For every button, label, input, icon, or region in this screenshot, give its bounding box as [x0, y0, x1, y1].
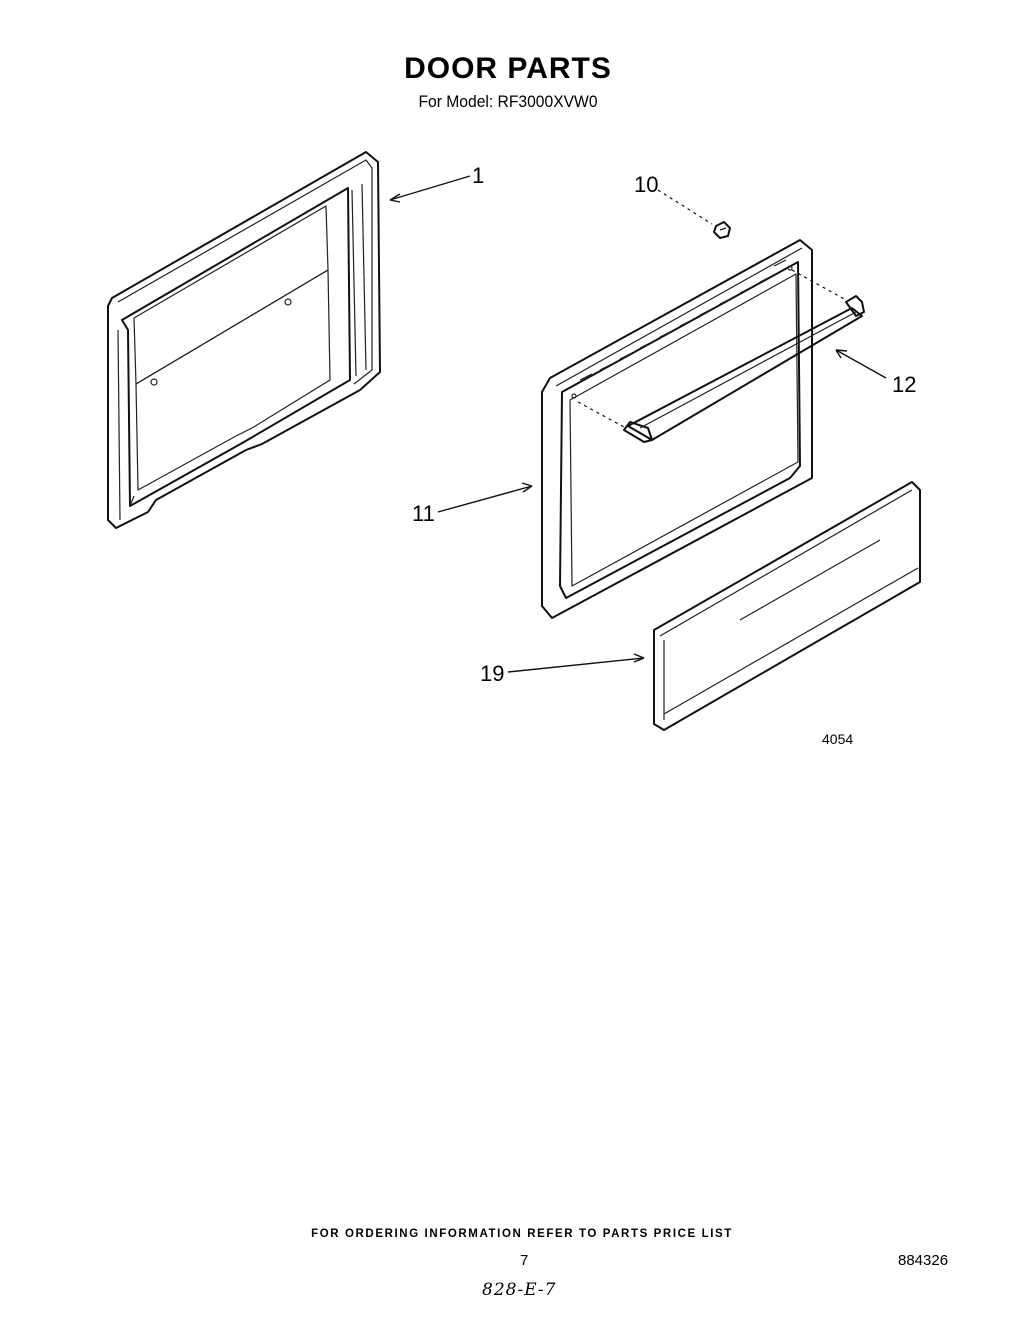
part-19-trim-panel — [653, 481, 921, 731]
callout-11: 11 — [412, 501, 435, 526]
callout-19: 19 — [480, 661, 505, 686]
part-1-inner-door-panel — [107, 151, 381, 529]
page-title: DOOR PARTS — [404, 52, 612, 85]
ordering-note: FOR ORDERING INFORMATION REFER TO PARTS … — [311, 1228, 733, 1240]
model-subtitle: For Model: RF3000XVW0 — [418, 92, 598, 111]
leader-lines — [389, 175, 887, 673]
callout-10: 10 — [634, 172, 659, 197]
callout-1: 1 — [472, 163, 485, 188]
part-10-screw — [713, 221, 731, 239]
diagram-id: 4054 — [822, 731, 854, 747]
part-12-handle — [623, 295, 865, 443]
callout-12: 12 — [892, 372, 917, 397]
handwritten-code: 828-E-7 — [482, 1280, 557, 1300]
page-number: 7 — [520, 1252, 529, 1269]
document-number: 884326 — [898, 1252, 949, 1269]
part-11-outer-door-frame — [541, 239, 813, 619]
